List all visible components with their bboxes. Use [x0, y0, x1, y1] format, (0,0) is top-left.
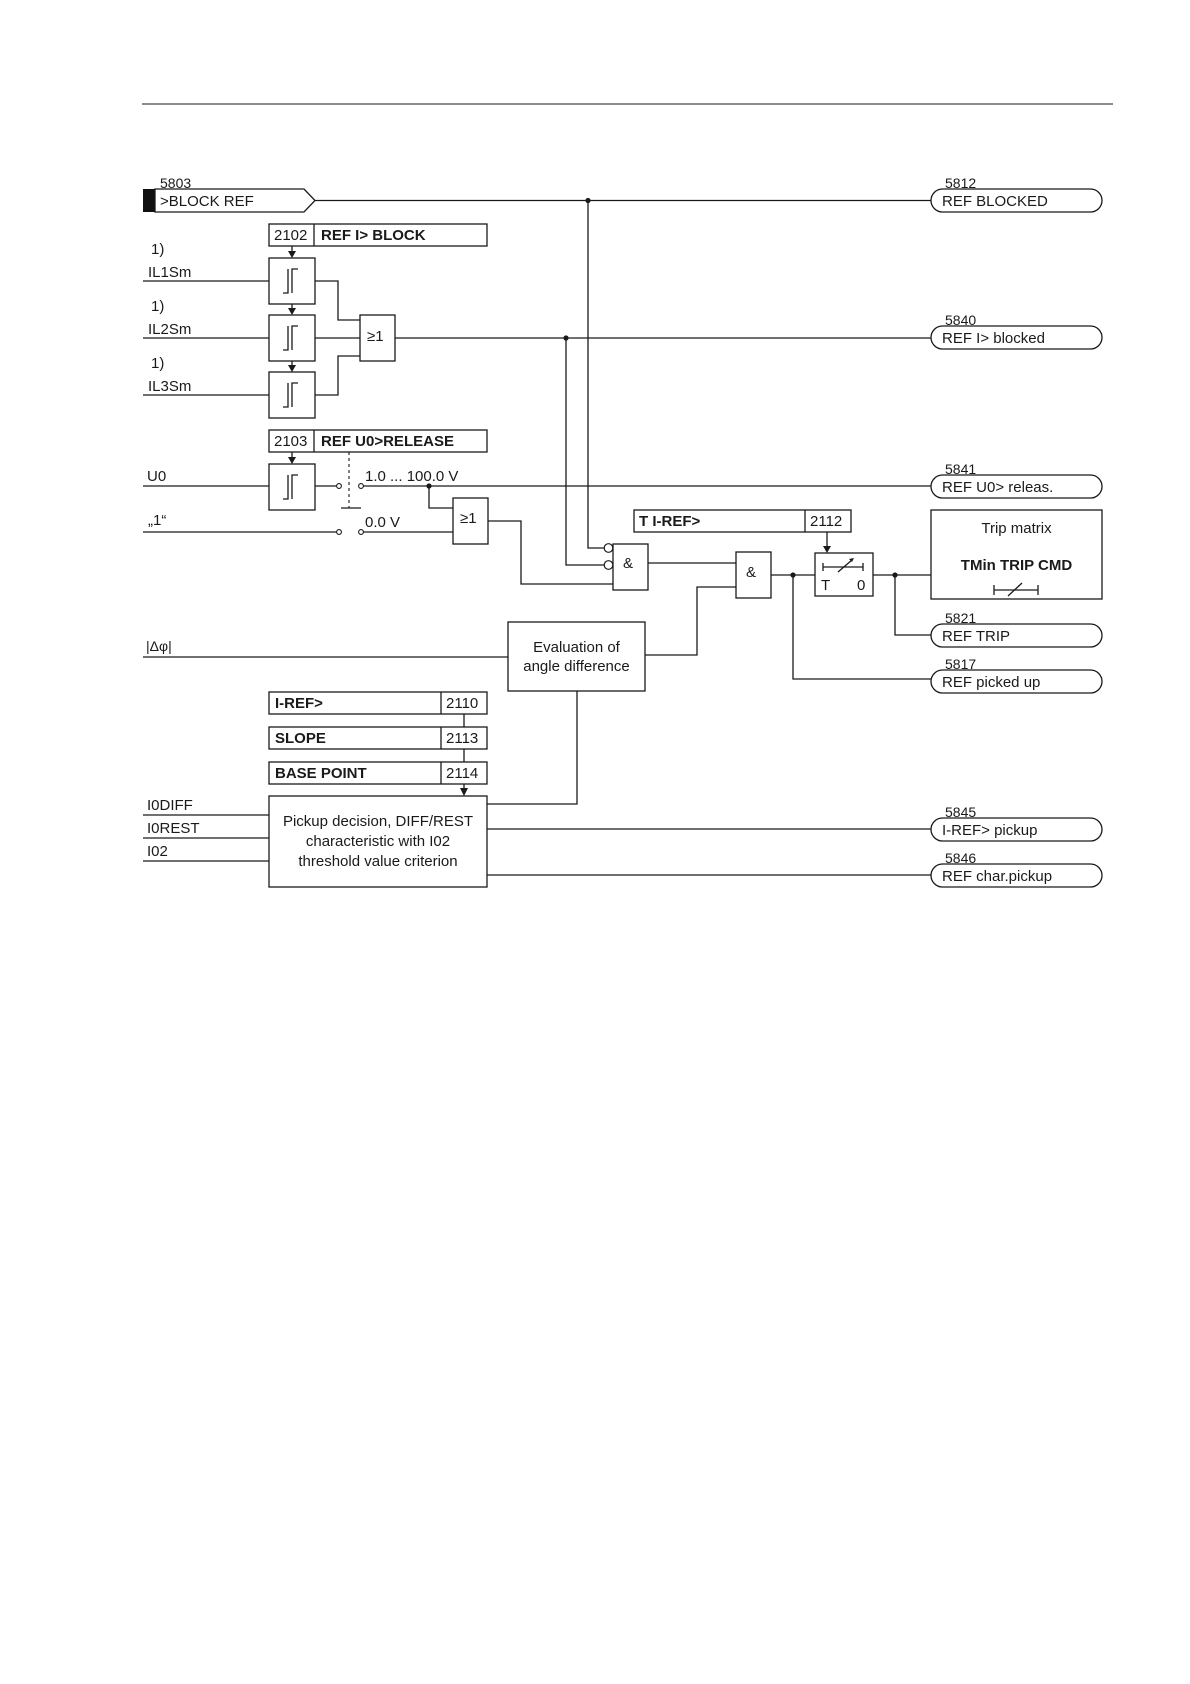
output-number-5812: 5812: [945, 175, 976, 191]
param-base-point: BASE POINT 2114: [268, 761, 488, 785]
param-number-2112: 2112: [810, 513, 842, 530]
param-label-iref: I-REF>: [275, 695, 323, 712]
param-iref: I-REF> 2110: [268, 691, 488, 715]
param-label-t-iref: T I-REF>: [639, 513, 700, 530]
pickup-block-line1: Pickup decision, DIFF/REST: [283, 813, 473, 830]
threshold-il2: [268, 314, 316, 362]
param-label-ref-i-block: REF I> BLOCK: [321, 227, 426, 244]
param-slope: SLOPE 2113: [268, 726, 488, 750]
output-label-iref-pickup: I-REF> pickup: [942, 822, 1037, 839]
input-label-angle: |Δφ|: [146, 638, 172, 654]
output-label-ref-picked-up: REF picked up: [942, 674, 1040, 691]
param-label-ref-u0-release: REF U0>RELEASE: [321, 433, 454, 450]
angle-block-line1: Evaluation of: [533, 639, 621, 656]
input-label-il1sm: IL1Sm: [148, 264, 191, 281]
param-box: [633, 509, 852, 533]
input-block-ref: 5803 >BLOCK REF: [143, 175, 316, 213]
or-gate-currents: ≥1: [359, 314, 396, 362]
param-t-iref: T I-REF> 2112: [633, 509, 852, 533]
input-arrow-shape: [154, 188, 316, 213]
input-label-block-ref: >BLOCK REF: [160, 193, 254, 210]
output-ref-blocked: 5812 REF BLOCKED: [930, 175, 1103, 213]
pickup-block-line3: threshold value criterion: [298, 853, 457, 870]
output-ref-trip: 5821 REF TRIP: [930, 610, 1103, 648]
output-ref-picked-up: 5817 REF picked up: [930, 656, 1103, 694]
param-number-2103: 2103: [274, 433, 307, 450]
output-number-5841: 5841: [945, 461, 976, 477]
param-number-2114: 2114: [446, 765, 478, 782]
param-ref-u0-release: 2103 REF U0>RELEASE: [268, 429, 488, 453]
param-box: [268, 691, 488, 715]
or-gate-u0: ≥1: [452, 497, 489, 545]
timer-t-iref: T 0: [814, 552, 874, 597]
output-iref-pickup: 5845 I-REF> pickup: [930, 804, 1103, 842]
output-label-ref-blocked: REF BLOCKED: [942, 193, 1048, 210]
input-label-constant-one: „1“: [148, 512, 166, 529]
note-il3: 1): [151, 355, 164, 372]
threshold-il3: [268, 371, 316, 419]
output-label-ref-u0-releas: REF U0> releas.: [942, 479, 1053, 496]
param-number-2113: 2113: [446, 730, 478, 747]
param-number-2110: 2110: [446, 695, 478, 712]
input-label-i0diff: I0DIFF: [147, 797, 193, 814]
timer-label-0: 0: [857, 577, 865, 594]
threshold-il1: [268, 257, 316, 305]
param-label-base-point: BASE POINT: [275, 765, 367, 782]
param-box: [268, 223, 488, 247]
switch-label-zero: 0.0 V: [365, 514, 400, 531]
angle-block-line2: angle difference: [523, 658, 629, 675]
param-box: [268, 761, 488, 785]
input-label-il2sm: IL2Sm: [148, 321, 191, 338]
output-number-5817: 5817: [945, 656, 976, 672]
output-pill: [930, 669, 1103, 694]
arrow-head: [460, 788, 468, 796]
and-gate-label: &: [746, 564, 756, 581]
and-gate-label: &: [623, 555, 633, 572]
and-gate-1: &: [612, 543, 649, 591]
param-number-2102: 2102: [274, 227, 307, 244]
output-number-5821: 5821: [945, 610, 976, 626]
trip-matrix-title: Trip matrix: [981, 520, 1052, 537]
output-ref-u0-releas: 5841 REF U0> releas.: [930, 461, 1103, 499]
note-il2: 1): [151, 298, 164, 315]
trip-matrix-param: TMin TRIP CMD: [961, 557, 1073, 574]
output-ref-char-pickup: 5846 REF char.pickup: [930, 850, 1103, 888]
param-box: [268, 429, 488, 453]
output-label-ref-i-blocked: REF I> blocked: [942, 330, 1045, 347]
output-ref-i-blocked: 5840 REF I> blocked: [930, 312, 1103, 350]
trip-matrix-block: Trip matrix TMin TRIP CMD: [930, 509, 1103, 600]
switch-label-range: 1.0 ... 100.0 V: [365, 468, 458, 485]
and-gate-2: &: [735, 551, 772, 599]
or-gate-label: ≥1: [367, 328, 384, 345]
input-number-5803: 5803: [160, 175, 191, 191]
output-label-ref-char-pickup: REF char.pickup: [942, 868, 1052, 885]
angle-evaluation-block: Evaluation of angle difference: [507, 621, 646, 692]
output-number-5840: 5840: [945, 312, 976, 328]
param-ref-i-block: 2102 REF I> BLOCK: [268, 223, 488, 247]
input-label-u0: U0: [147, 468, 166, 485]
output-number-5845: 5845: [945, 804, 976, 820]
note-il1: 1): [151, 241, 164, 258]
timer-label-t: T: [821, 577, 830, 594]
output-number-5846: 5846: [945, 850, 976, 866]
pickup-block-line2: characteristic with I02: [306, 833, 450, 850]
or-gate-label: ≥1: [460, 510, 477, 527]
param-label-slope: SLOPE: [275, 730, 326, 747]
pickup-decision-block: Pickup decision, DIFF/REST characteristi…: [268, 795, 488, 888]
input-label-i02: I02: [147, 843, 168, 860]
input-label-il3sm: IL3Sm: [148, 378, 191, 395]
param-box: [268, 726, 488, 750]
input-marker: [143, 189, 155, 212]
input-label-i0rest: I0REST: [147, 820, 200, 837]
output-label-ref-trip: REF TRIP: [942, 628, 1010, 645]
threshold-u0: [268, 463, 316, 511]
